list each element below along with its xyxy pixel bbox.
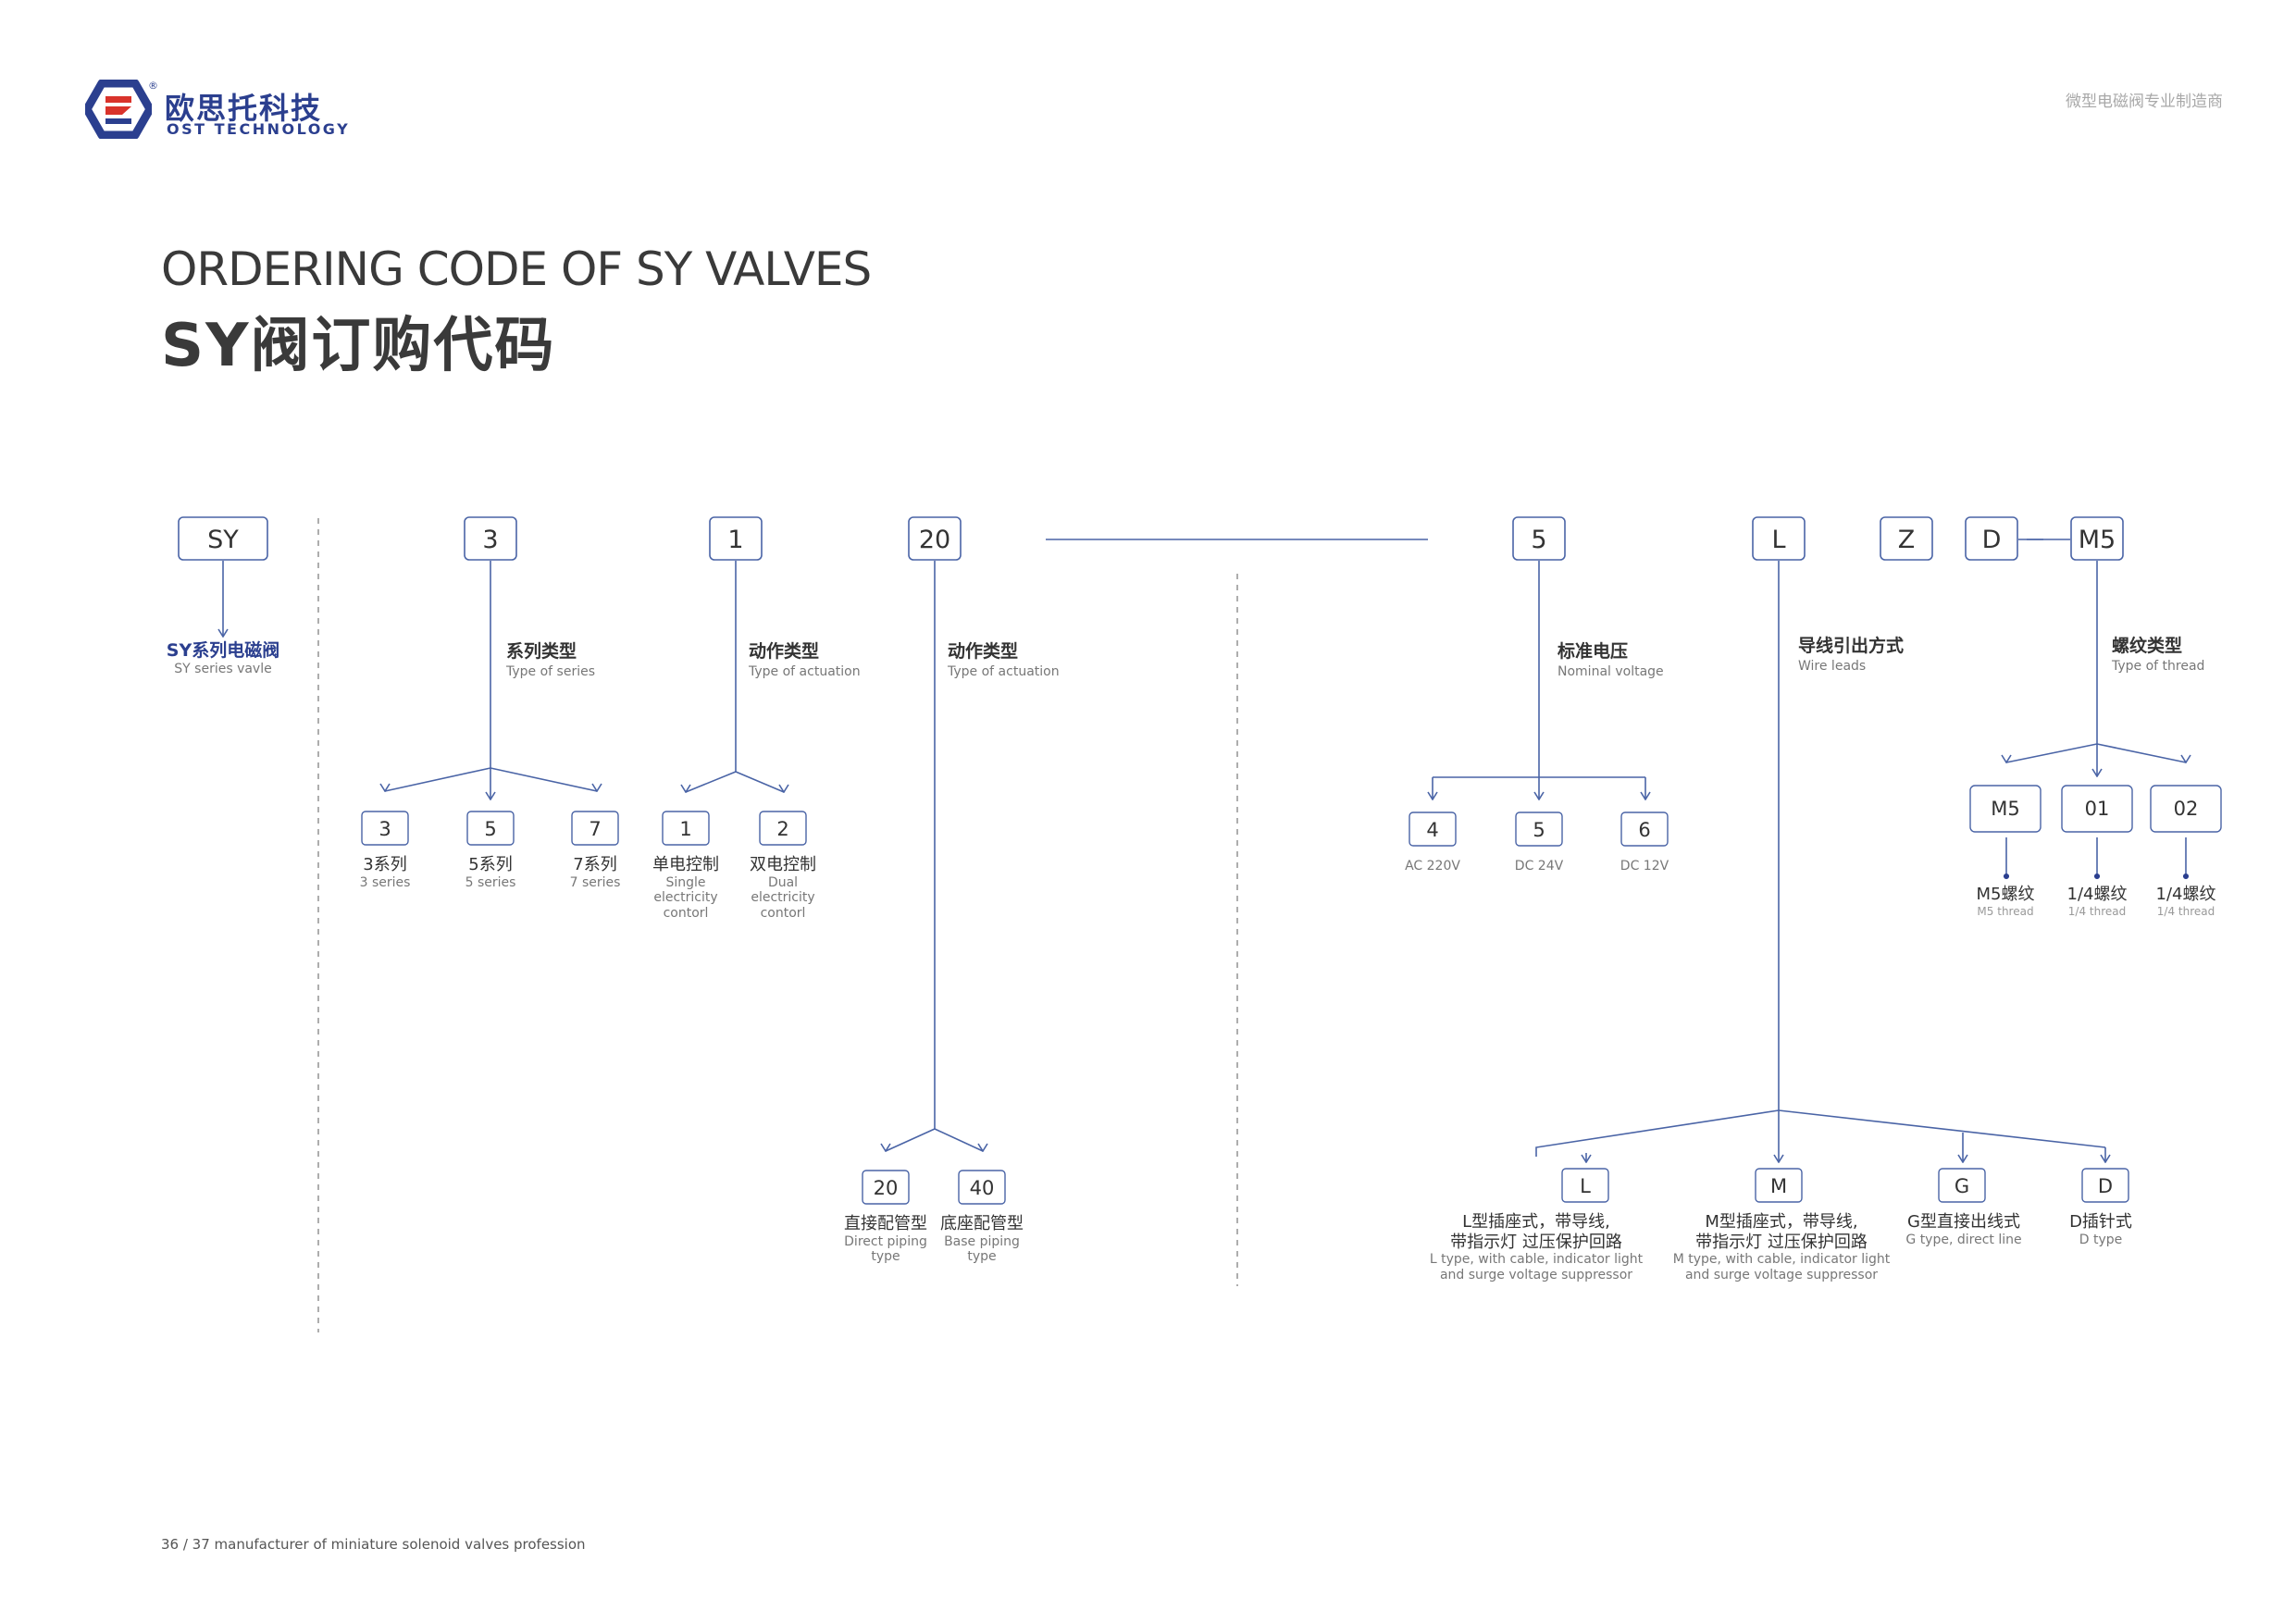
option-box-wire-g — [1938, 1168, 1986, 1203]
option-code-wire-d: D — [2098, 1175, 2113, 1197]
option-label-thread-m5: M5螺纹 M5 thread — [1976, 885, 2035, 918]
arrow-series-3 — [385, 767, 491, 791]
label-wire: 导线引出方式 Wire leads — [1798, 636, 1905, 674]
option-box-volt-5 — [1515, 812, 1563, 847]
option-code-series-5: 5 — [484, 818, 496, 840]
option-label-wire-m: M型插座式，带导线, 带指示灯 过压保护回路 M type, with cabl… — [1672, 1212, 1891, 1282]
option-code-series-7: 7 — [589, 818, 601, 840]
option-label-act-2: 双电控制 Dual electricity contorl — [750, 855, 816, 922]
label-voltage: 标准电压 Nominal voltage — [1558, 641, 1664, 679]
arrow-series-7 — [490, 767, 597, 791]
code-text-thread: M5 — [2079, 526, 2116, 554]
label-thread: 螺纹类型 Type of thread — [2112, 636, 2205, 674]
page-title-cn: SY阀订购代码 — [161, 312, 556, 380]
option-code-thread-01: 01 — [2085, 798, 2110, 820]
option-box-series-5 — [466, 811, 515, 846]
option-label-thread-02: 1/4螺纹 1/4 thread — [2155, 885, 2216, 918]
option-code-thread-m5: M5 — [1991, 798, 2019, 820]
option-code-act-2: 2 — [776, 818, 788, 840]
code-box-voltage — [1512, 516, 1566, 561]
option-code-pipe-40: 40 — [970, 1177, 995, 1199]
option-code-wire-l: L — [1580, 1175, 1591, 1197]
code-text-d: D — [1982, 526, 2002, 554]
option-label-wire-l: L型插座式，带导线, 带指示灯 过压保护回路 L type, with cabl… — [1429, 1212, 1644, 1282]
option-label-volt-4: AC 220V — [1405, 859, 1460, 873]
option-label-volt-6: DC 12V — [1620, 859, 1669, 873]
option-code-act-1: 1 — [679, 818, 691, 840]
code-text-sy: SY — [207, 526, 239, 554]
option-label-thread-01: 1/4螺纹 1/4 thread — [2066, 885, 2128, 918]
option-box-wire-d — [2081, 1168, 2129, 1203]
code-text-piping: 20 — [919, 526, 950, 554]
page-title-en: ORDERING CODE OF SY VALVES — [161, 242, 872, 296]
option-label-wire-g: G型直接出线式 G type, direct line — [1905, 1212, 2022, 1247]
page-footer: 36 / 37 manufacturer of miniature soleno… — [161, 1536, 586, 1553]
option-box-thread-01 — [2061, 785, 2133, 833]
code-text-z: Z — [1898, 526, 1916, 554]
code-text-series: 3 — [482, 526, 498, 554]
label-series: 系列类型 Type of series — [506, 641, 596, 679]
option-code-wire-g: G — [1955, 1175, 1969, 1197]
option-code-volt-6: 6 — [1638, 819, 1650, 841]
code-box-z — [1880, 516, 1933, 561]
arrow-pipe-40 — [934, 1128, 983, 1151]
code-box-d — [1965, 516, 2018, 561]
option-label-series-3: 3系列 3 series — [359, 855, 411, 890]
option-code-volt-4: 4 — [1426, 819, 1438, 841]
code-text-actuation: 1 — [727, 526, 743, 554]
option-code-wire-m: M — [1770, 1175, 1787, 1197]
option-box-series-7 — [571, 811, 619, 846]
arrow-pipe-20 — [886, 1128, 936, 1151]
option-box-pipe-20 — [862, 1170, 910, 1205]
option-code-series-3: 3 — [379, 818, 391, 840]
option-box-act-2 — [759, 811, 807, 846]
code-box-piping — [908, 516, 962, 561]
option-box-volt-4 — [1409, 812, 1457, 847]
label-piping: 动作类型 Type of actuation — [948, 641, 1060, 679]
ost-logo-icon — [85, 80, 152, 139]
code-box-series — [464, 516, 517, 561]
code-box-actuation — [709, 516, 763, 561]
option-box-pipe-40 — [958, 1170, 1006, 1205]
code-box-sy — [178, 516, 268, 561]
option-label-volt-5: DC 24V — [1514, 859, 1564, 873]
brand-name-cn: 欧思托科技 — [165, 91, 323, 126]
option-label-pipe-20: 直接配管型 Direct piping type — [844, 1214, 927, 1265]
option-box-series-3 — [361, 811, 409, 846]
option-label-series-5: 5系列 5 series — [465, 855, 516, 890]
option-code-pipe-20: 20 — [874, 1177, 899, 1199]
arrow-thread-02 — [2096, 743, 2186, 762]
code-text-voltage: 5 — [1531, 526, 1546, 554]
option-label-pipe-40: 底座配管型 Base piping type — [940, 1214, 1024, 1265]
brand-tagline: 微型电磁阀专业制造商 — [2066, 93, 2223, 111]
brand-name-en: OST TECHNOLOGY — [167, 120, 351, 138]
option-code-volt-5: 5 — [1533, 819, 1545, 841]
registered-mark: ® — [148, 80, 158, 92]
arrow-act-1 — [686, 771, 737, 792]
code-box-thread — [2070, 516, 2124, 561]
arrow-thread-m5 — [2006, 743, 2098, 762]
option-box-wire-m — [1755, 1168, 1803, 1203]
code-box-wire — [1752, 516, 1806, 561]
code-text-wire: L — [1771, 526, 1785, 554]
label-actuation: 动作类型 Type of actuation — [749, 641, 861, 679]
option-code-thread-02: 02 — [2174, 798, 2199, 820]
arrow-act-2 — [735, 771, 784, 792]
option-box-volt-6 — [1620, 812, 1669, 847]
option-label-act-1: 单电控制 Single electricity contorl — [652, 855, 719, 922]
option-box-thread-m5 — [1969, 785, 2042, 833]
arrow-wire-l — [1535, 1109, 1780, 1157]
option-label-series-7: 7系列 7 series — [569, 855, 621, 890]
option-box-wire-l — [1561, 1168, 1609, 1203]
label-sy: SY系列电磁阀 SY series vavle — [166, 640, 280, 676]
option-label-wire-d: D插针式 D type — [2069, 1212, 2132, 1247]
option-box-thread-02 — [2150, 785, 2222, 833]
option-box-act-1 — [662, 811, 710, 846]
